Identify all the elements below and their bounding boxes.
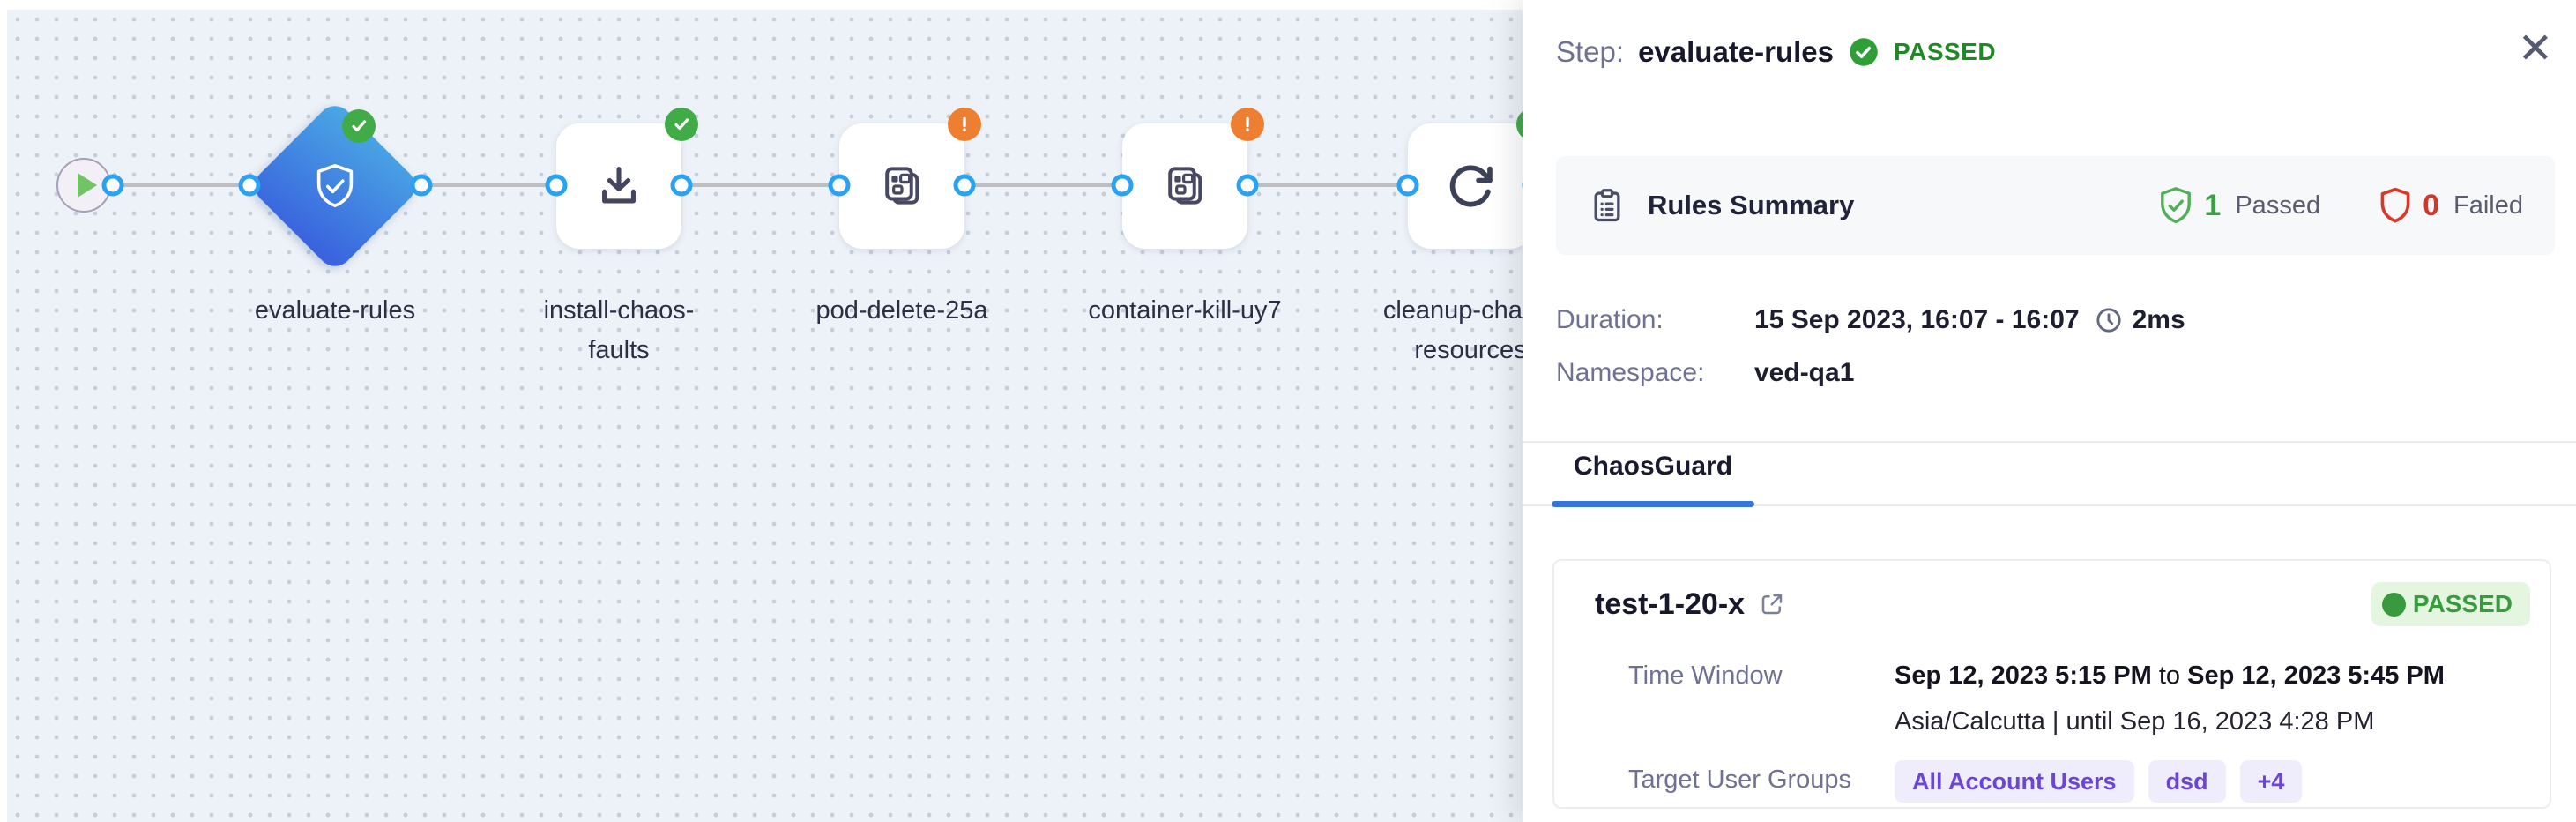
connector-port [238, 174, 261, 197]
connector-port [101, 174, 124, 197]
chaos-fault-icon [877, 161, 927, 211]
shield-failed-icon [2375, 185, 2416, 226]
check-circle-icon [1848, 36, 1880, 68]
node-label-container-kill-uy7: container-kill-uy7 [1088, 296, 1282, 325]
close-button[interactable]: ✕ [2517, 26, 2553, 72]
active-tab-underline [1552, 501, 1754, 507]
time-window-label: Time Window [1628, 661, 1783, 690]
status-badge-warning-icon [1231, 108, 1264, 141]
external-link-icon[interactable] [1759, 591, 1785, 617]
connector-port [1236, 174, 1259, 197]
status-dot-icon [2381, 592, 2406, 616]
rule-status-badge: PASSED [2371, 582, 2530, 626]
canvas-top-margin [0, 0, 2576, 10]
passed-label: Passed [2235, 191, 2321, 220]
node-label-cleanup-chaos-resources: cleanup-chaos- resources [1382, 296, 1559, 364]
shield-check-icon [309, 161, 361, 212]
play-icon [78, 173, 97, 198]
clock-icon [2094, 305, 2124, 335]
time-window-join: to [2158, 661, 2188, 690]
node-label-pod-delete-25a: pod-delete-25a [815, 296, 988, 325]
download-icon [593, 161, 644, 212]
node-label-evaluate-rules: evaluate-rules [254, 296, 416, 325]
namespace-value: ved-qa1 [1754, 358, 1855, 387]
node-install-chaos-faults[interactable] [556, 123, 681, 249]
rule-name: test-1-20-x [1595, 587, 1746, 621]
divider [1523, 504, 2576, 506]
connector-port [828, 174, 851, 197]
duration-label: Duration: [1556, 305, 1664, 334]
time-window-end: Sep 12, 2023 5:45 PM [2187, 661, 2445, 690]
user-group-chip-more[interactable]: +4 [2239, 760, 2303, 803]
node-container-kill-uy7[interactable] [1122, 123, 1247, 249]
node-pod-delete-25a[interactable] [839, 123, 964, 249]
canvas-left-margin [0, 0, 7, 822]
duration-ms: 2ms [2132, 305, 2185, 334]
panel-header: Step: evaluate-rules PASSED [1556, 35, 1996, 69]
step-label: Step: [1556, 35, 1625, 68]
user-group-chip[interactable]: All Account Users [1895, 760, 2134, 803]
clipboard-icon [1588, 186, 1627, 225]
status-badge-warning-icon [948, 108, 981, 141]
namespace-label: Namespace: [1556, 358, 1705, 387]
connector-port [953, 174, 976, 197]
connector-port [670, 174, 693, 197]
status-badge-passed-icon [342, 109, 376, 143]
step-status-badge: PASSED [1894, 38, 1997, 65]
shield-passed-icon [2155, 184, 2197, 227]
failed-label: Failed [2453, 191, 2523, 220]
step-details-panel: Step: evaluate-rules PASSED ✕ Rules Summ… [1523, 0, 2576, 822]
target-user-groups-label: Target User Groups [1628, 766, 1852, 794]
duration-value: 15 Sep 2023, 16:07 - 16:07 [1754, 305, 2080, 334]
user-group-chip[interactable]: dsd [2148, 760, 2226, 803]
rules-summary-row: Rules Summary 1 Passed 0 Failed [1556, 156, 2555, 255]
failed-count: 0 [2423, 188, 2439, 222]
refresh-icon [1443, 159, 1498, 213]
time-window-start: Sep 12, 2023 5:15 PM [1895, 661, 2152, 690]
connector-port [410, 174, 433, 197]
node-evaluate-rules[interactable] [248, 99, 422, 273]
status-badge-passed-icon [665, 108, 698, 141]
connector-port [545, 174, 568, 197]
divider [1523, 441, 2576, 443]
step-name: evaluate-rules [1638, 35, 1835, 68]
node-label-install-chaos-faults: install-chaos- faults [543, 296, 695, 364]
node-cleanup-chaos-resources[interactable] [1408, 123, 1533, 249]
connector-port [1396, 174, 1419, 197]
rules-summary-title: Rules Summary [1648, 190, 1855, 220]
connector-port [1111, 174, 1134, 197]
chaos-fault-icon [1160, 161, 1210, 211]
passed-count: 1 [2204, 188, 2222, 222]
timezone-line: Asia/Calcutta | until Sep 16, 2023 4:28 … [1895, 707, 2375, 736]
tab-chaosguard[interactable]: ChaosGuard [1573, 452, 1733, 481]
chaosguard-rule-card: test-1-20-x PASSED Time Window Sep 12, 2… [1552, 559, 2551, 809]
